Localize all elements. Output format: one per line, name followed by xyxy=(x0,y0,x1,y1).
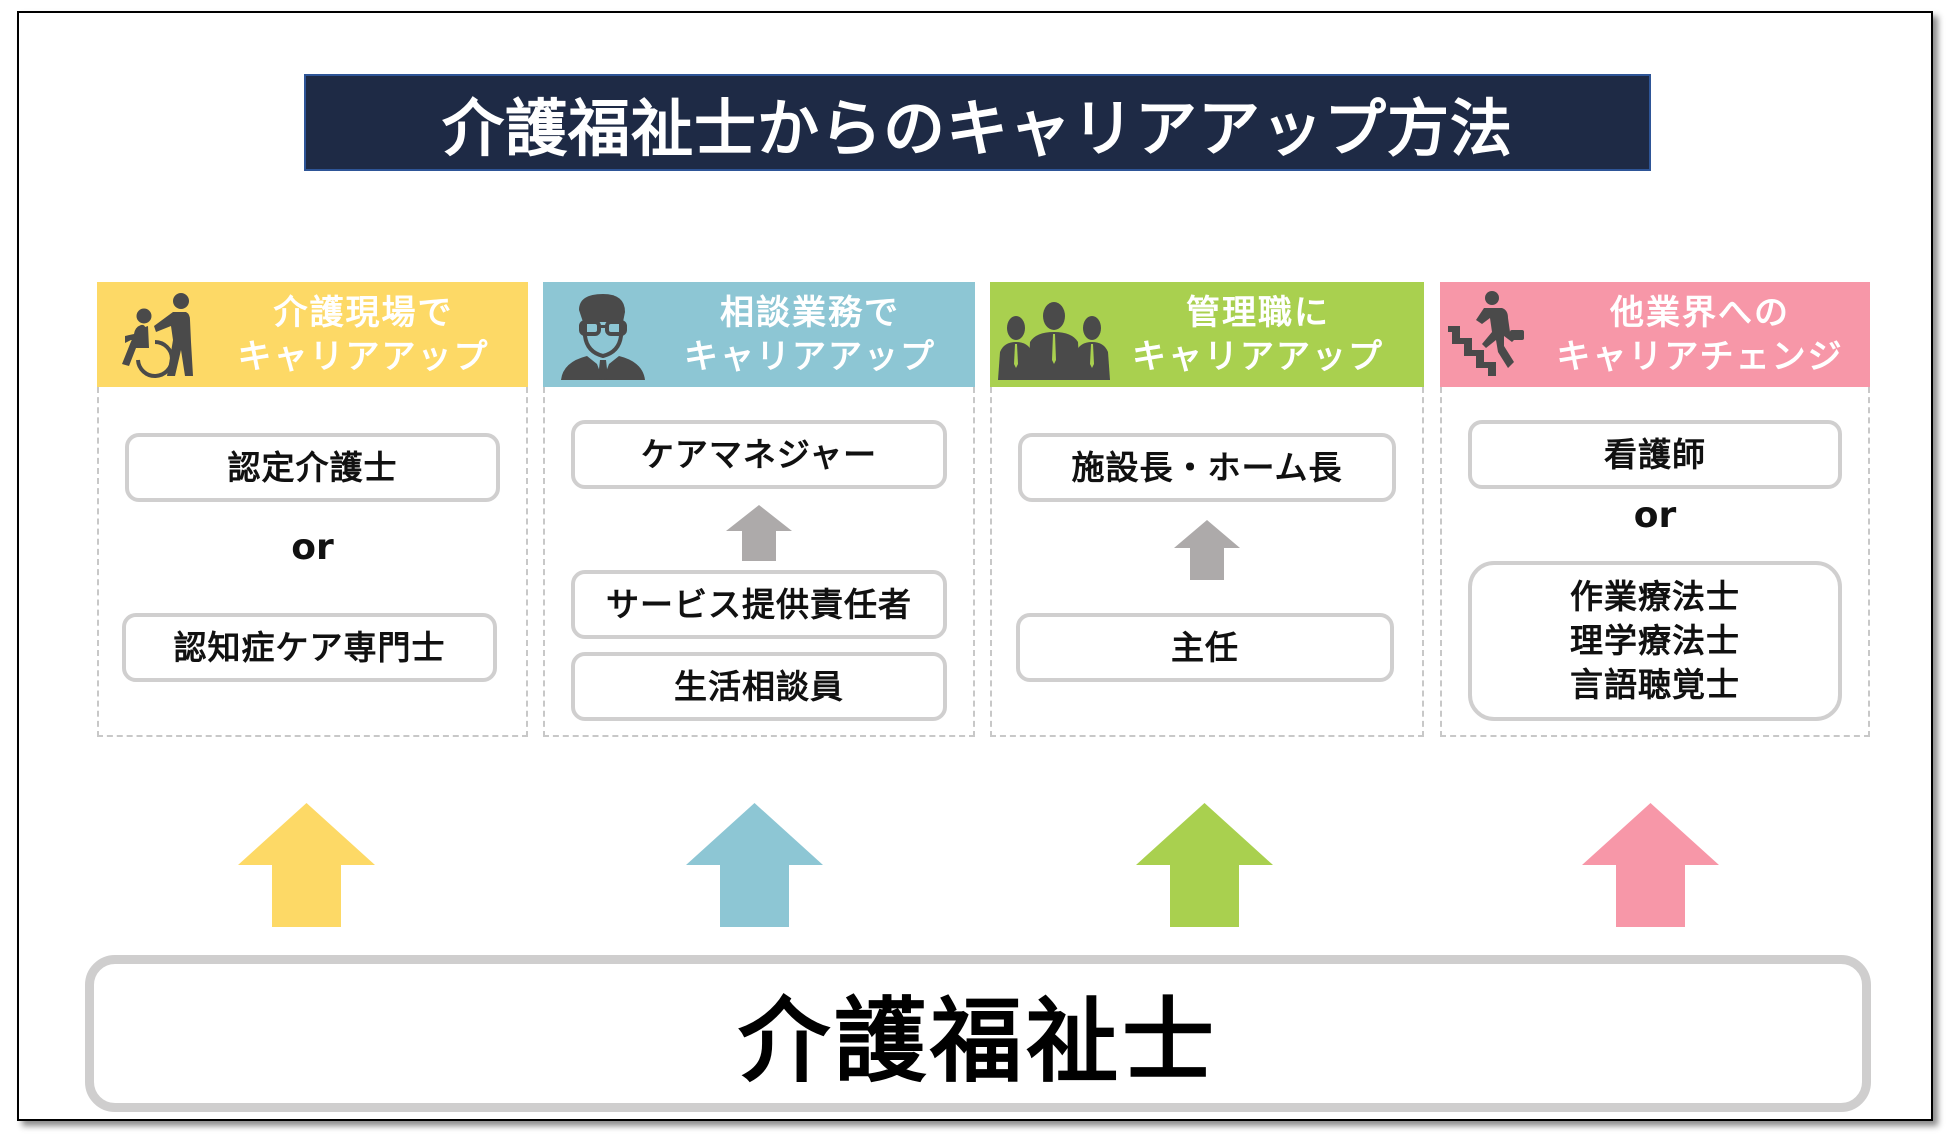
card-header: 他業界への キャリアチェンジ xyxy=(1440,282,1870,387)
career-option-box: 看護師 xyxy=(1468,420,1842,489)
career-option-label: 生活相談員 xyxy=(674,666,844,706)
heading-line-2: キャリアアップ xyxy=(684,336,936,377)
card-heading: 介護現場で キャリアアップ xyxy=(209,282,518,387)
base-qualification-box: 介護福祉士 xyxy=(85,955,1871,1112)
businessman-glasses-icon xyxy=(561,294,645,380)
career-option-box: 施設長・ホーム長 xyxy=(1018,433,1396,502)
card-body: ケアマネジャー サービス提供責任者 生活相談員 xyxy=(543,387,975,737)
card-header: 介護現場で キャリアアップ xyxy=(97,282,528,387)
card-heading: 相談業務で キャリアアップ xyxy=(655,282,965,387)
card-body: 看護師 or 作業療法士 理学療法士 言語聴覚士 xyxy=(1440,387,1870,737)
card-caregiving-site: 介護現場で キャリアアップ 認定介護士 or 認知症ケア専門士 xyxy=(97,282,528,737)
card-header: 管理職に キャリアアップ xyxy=(990,282,1424,387)
card-body: 認定介護士 or 認知症ケア専門士 xyxy=(97,387,528,737)
management-group-icon xyxy=(998,302,1110,380)
heading-line-2: キャリアチェンジ xyxy=(1556,336,1844,377)
card-body: 施設長・ホーム長 主任 xyxy=(990,387,1424,737)
heading-line-1: 相談業務で xyxy=(720,292,900,333)
career-option-box: ケアマネジャー xyxy=(571,420,947,489)
card-management: 管理職に キャリアアップ 施設長・ホーム長 主任 xyxy=(990,282,1424,737)
wheelchair-caregiver-icon xyxy=(122,293,193,378)
career-option-label: 主任 xyxy=(1171,627,1239,667)
career-option-box: 作業療法士 理学療法士 言語聴覚士 xyxy=(1468,561,1842,721)
career-option-label: 看護師 xyxy=(1604,434,1706,474)
career-option-label: 施設長・ホーム長 xyxy=(1071,447,1343,487)
career-option-box: 認知症ケア専門士 xyxy=(122,613,497,682)
title-banner: 介護福祉士からのキャリアアップ方法 xyxy=(304,74,1651,171)
heading-line-1: 他業界への xyxy=(1610,292,1790,333)
up-arrow-icon xyxy=(1174,520,1240,580)
or-connector: or xyxy=(291,527,334,568)
career-option-box: サービス提供責任者 xyxy=(571,570,947,639)
career-option-label: 認定介護士 xyxy=(227,447,398,487)
career-option-label: サービス提供責任者 xyxy=(606,584,912,624)
or-connector: or xyxy=(1633,495,1677,536)
career-option-label: 作業療法士 xyxy=(1570,577,1740,616)
up-arrow-pink-icon xyxy=(1582,803,1719,927)
card-heading: 他業界への キャリアチェンジ xyxy=(1540,282,1860,387)
career-option-label: 言語聴覚士 xyxy=(1570,665,1740,704)
base-qualification-label: 介護福祉士 xyxy=(737,988,1218,1095)
climbing-stairs-icon xyxy=(1448,291,1524,376)
career-option-box: 認定介護士 xyxy=(125,433,500,502)
page-title: 介護福祉士からのキャリアアップ方法 xyxy=(441,91,1513,165)
up-arrow-icon xyxy=(726,505,792,561)
card-header: 相談業務で キャリアアップ xyxy=(543,282,975,387)
career-option-label: 理学療法士 xyxy=(1570,621,1740,660)
up-arrow-yellow-icon xyxy=(238,803,375,927)
up-arrow-blue-icon xyxy=(686,803,823,927)
career-option-box: 生活相談員 xyxy=(571,652,947,721)
up-arrow-green-icon xyxy=(1136,803,1273,927)
heading-line-1: 管理職に xyxy=(1186,292,1330,333)
heading-line-1: 介護現場で xyxy=(273,292,454,333)
heading-line-2: キャリアアップ xyxy=(237,336,490,377)
career-option-label: ケアマネジャー xyxy=(640,434,878,474)
card-career-change: 他業界への キャリアチェンジ 看護師 or 作業療法士 理学療法士 言語聴覚士 xyxy=(1440,282,1870,737)
card-heading: 管理職に キャリアアップ xyxy=(1102,282,1414,387)
heading-line-2: キャリアアップ xyxy=(1132,336,1384,377)
career-option-label: 認知症ケア専門士 xyxy=(173,627,446,667)
card-consultation: 相談業務で キャリアアップ ケアマネジャー サービス提供責任者 生活相談員 xyxy=(543,282,975,737)
career-option-box: 主任 xyxy=(1016,613,1394,682)
